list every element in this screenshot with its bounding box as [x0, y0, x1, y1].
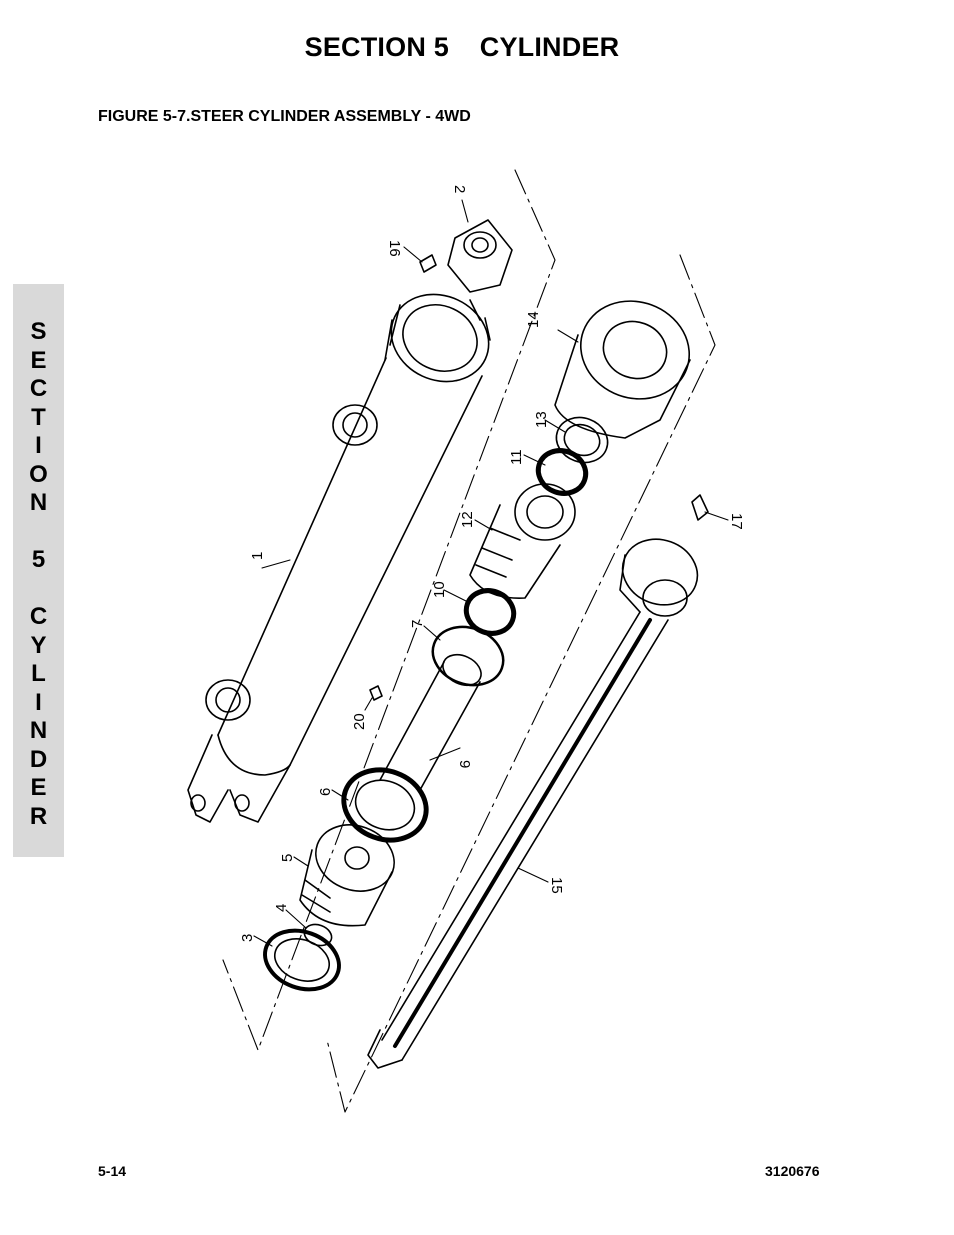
- callout-leaders: [253, 199, 729, 947]
- callout-12: 12: [459, 511, 476, 528]
- tab-letter: Y: [30, 631, 47, 659]
- callout-13: 13: [533, 411, 550, 428]
- tab-letter: I: [35, 432, 42, 459]
- tab-letter: C: [29, 375, 48, 402]
- tab-letter: C: [29, 603, 48, 630]
- callout-1: 1: [249, 552, 266, 560]
- tab-letter: S: [30, 318, 47, 345]
- spacer-tube: [369, 653, 482, 791]
- tab-letter: E: [30, 346, 47, 374]
- callout-2: 2: [451, 185, 468, 193]
- tab-letter: I: [35, 688, 42, 716]
- figure-caption: FIGURE 5-7.STEER CYLINDER ASSEMBLY - 4WD: [98, 108, 471, 125]
- callout-4: 4: [273, 904, 290, 912]
- tab-letter: T: [31, 403, 46, 431]
- callout-5: 5: [279, 854, 296, 862]
- piston: [299, 824, 395, 927]
- head-nut: [554, 300, 691, 439]
- callout-14: 14: [525, 311, 542, 328]
- callout-3: 3: [239, 934, 256, 942]
- seal-rings: [431, 416, 609, 687]
- port-fitting: [419, 219, 513, 293]
- tab-letter: E: [30, 774, 47, 801]
- page-title: SECTION 5 CYLINDER: [304, 32, 620, 62]
- tab-letter: R: [29, 802, 48, 830]
- piston-seals: [263, 923, 341, 992]
- callout-10: 10: [431, 581, 448, 598]
- tab-letter: O: [29, 460, 48, 488]
- tab-letter: 5: [31, 546, 46, 573]
- callout-9: 7: [409, 620, 426, 628]
- assembly-centerlines: [222, 169, 716, 1113]
- callout-16: 17: [728, 513, 745, 530]
- tab-letter: L: [31, 660, 46, 687]
- piston-rod: [367, 494, 709, 1069]
- tab-letter: N: [29, 489, 48, 516]
- callout-17: 16: [386, 240, 403, 257]
- tab-letter: D: [29, 745, 48, 773]
- callout-11: 11: [508, 449, 525, 465]
- section-side-tab: S E C T I O N 5 C Y L I N D E R: [13, 284, 64, 857]
- page-number: 5-14: [98, 1163, 127, 1179]
- callout-15: 15: [548, 877, 565, 894]
- wear-ring: [341, 767, 429, 843]
- callout-labels: 2 16 14 13 11 12 10 7 1 20 9 6 5 4 3 15 …: [239, 185, 745, 942]
- callout-6: 6: [317, 788, 334, 796]
- cylinder-barrel: [187, 293, 491, 823]
- callout-20: 20: [351, 713, 368, 730]
- callout-7: 9: [456, 760, 473, 768]
- gland: [469, 483, 576, 599]
- tab-letter: N: [29, 717, 48, 744]
- document-number: 3120676: [765, 1163, 820, 1179]
